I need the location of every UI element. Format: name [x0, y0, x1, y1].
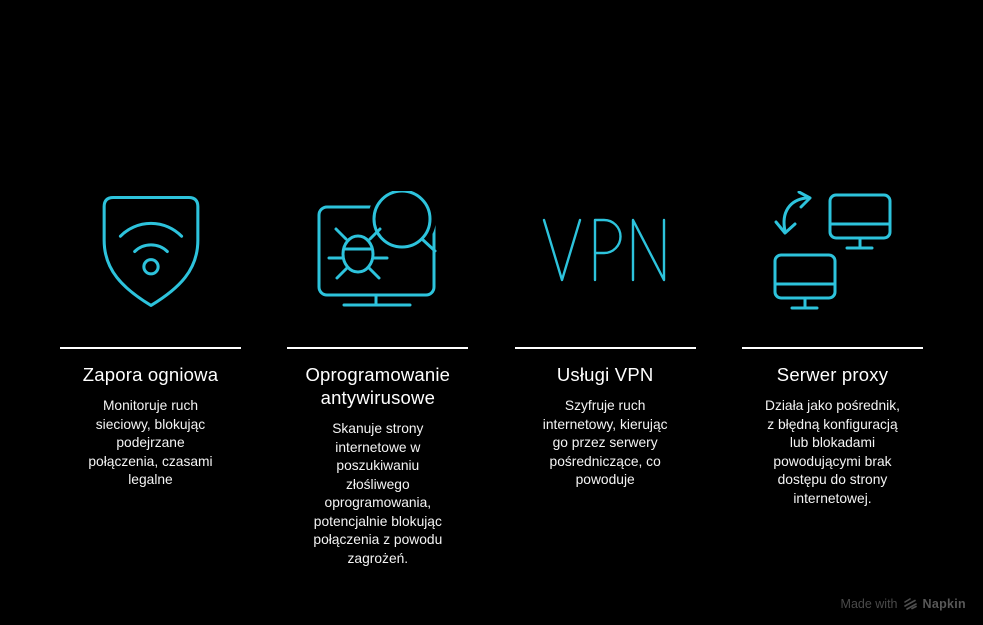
divider-line — [287, 347, 469, 349]
divider-line — [60, 347, 241, 349]
column-title: Zapora ogniowa — [82, 364, 219, 385]
antivirus-monitor-bug-magnifier-icon — [317, 191, 437, 307]
napkin-logo-icon — [903, 598, 917, 610]
columns-row: Zapora ogniowa Monitoruje ruch sieciowy,… — [60, 186, 923, 568]
column-vpn: Usługi VPN Szyfruje ruch internetowy, ki… — [514, 186, 696, 568]
napkin-watermark: Made with Napkin — [841, 597, 966, 611]
vpn-letters-icon — [542, 218, 666, 282]
watermark-prefix-text: Made with — [840, 597, 898, 611]
column-description: Skanuje strony internetowe w poszukiwani… — [313, 421, 443, 566]
column-description: Monitoruje ruch sieciowy, blokując podej… — [88, 398, 213, 487]
column-description: Szyfruje ruch internetowy, kierując go p… — [542, 398, 668, 487]
column-description: Działa jako pośrednik, z błędną konfigur… — [764, 398, 900, 506]
column-title: Usługi VPN — [556, 364, 654, 385]
column-proxy: Serwer proxy Działa jako pośrednik, z bł… — [741, 186, 923, 568]
column-antivirus: Oprogramowanie antywirusowe Skanuje stro… — [287, 186, 469, 568]
watermark-brand-text: Napkin — [922, 597, 966, 611]
column-firewall: Zapora ogniowa Monitoruje ruch sieciowy,… — [60, 186, 241, 568]
firewall-shield-wifi-icon — [102, 195, 199, 307]
divider-line — [741, 347, 923, 349]
proxy-two-monitors-exchange-icon — [773, 191, 892, 310]
column-title: Oprogramowanie antywirusowe — [305, 364, 451, 408]
column-title: Serwer proxy — [776, 364, 889, 385]
divider-line — [514, 347, 696, 349]
